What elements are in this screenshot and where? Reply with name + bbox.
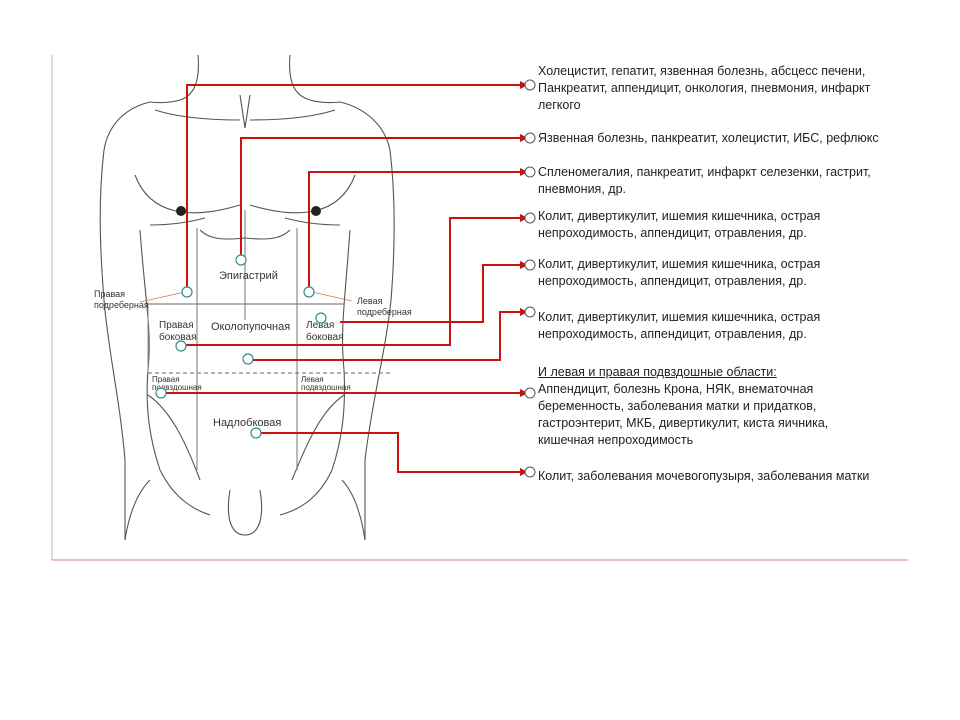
- connector-3: [308, 171, 520, 292]
- condition-8: Колит, заболевания мочевогопузыря, забол…: [538, 468, 918, 485]
- torso-outline: [99, 54, 395, 541]
- condition-6-line-1: Колит, дивертикулит, ишемия кишечника, о…: [538, 310, 821, 324]
- label-right-hypochondriac-1: Правая: [94, 289, 125, 299]
- condition-7-line-2: беременность, заболевания матки и придат…: [538, 399, 817, 413]
- label-right-lateral-2: боковая: [159, 331, 197, 343]
- condition-4-line-1: Колит, дивертикулит, ишемия кишечника, о…: [538, 209, 821, 223]
- connector-6: [250, 311, 520, 361]
- condition-2-line-1: Язвенная болезнь, панкреатит, холецистит…: [538, 131, 879, 145]
- description-markers: [524, 79, 536, 478]
- condition-6-line-2: непроходимость, аппендицит, отравления, …: [538, 327, 807, 341]
- condition-7-line-1: Аппендицит, болезнь Крона, НЯК, внематоч…: [538, 382, 814, 396]
- left-nipple: [176, 206, 186, 216]
- condition-3-line-2: пневмония, др.: [538, 182, 626, 196]
- label-right-iliac-1: Правая: [152, 375, 180, 384]
- condition-7-line-3: гастроэнтерит, МКБ, дивертикулит, киста …: [538, 416, 829, 430]
- label-right-iliac-2: подвздошная: [152, 383, 202, 392]
- label-left-hypochondriac-1: Левая: [357, 296, 383, 306]
- condition-1-line-2: Панкреатит, аппендицит, онкология, пневм…: [538, 81, 871, 95]
- right-hypochondriac-leader: [139, 291, 186, 303]
- condition-7-heading: И левая и правая подвздошные области:: [538, 365, 777, 379]
- right-nipple: [311, 206, 321, 216]
- label-left-iliac-2: подвздошная: [301, 383, 351, 392]
- condition-5-line-2: непроходимость, аппендицит, отравления, …: [538, 274, 807, 288]
- connector-lines: [160, 84, 520, 473]
- connector-8: [256, 432, 520, 473]
- condition-7: И левая и правая подвздошные области: Ап…: [538, 364, 918, 449]
- condition-5-line-1: Колит, дивертикулит, ишемия кишечника, о…: [538, 257, 821, 271]
- label-epigastric: Эпигастрий: [219, 270, 278, 282]
- left-hypochondriac-leader: [311, 291, 353, 302]
- label-umbilical: Околопупочная: [211, 321, 290, 333]
- condition-1-line-1: Холецистит, гепатит, язвенная болезнь, а…: [538, 64, 866, 78]
- marker-iliac: [155, 387, 167, 399]
- connector-2: [240, 137, 520, 258]
- label-left-lateral-1: Левая: [306, 320, 334, 331]
- marker-right-hypochondriac: [181, 286, 193, 298]
- marker-left-hypochondriac: [303, 286, 315, 298]
- marker-hypogastric: [250, 427, 262, 439]
- connector-5: [340, 264, 520, 323]
- label-left-iliac-1: Левая: [301, 375, 324, 384]
- connector-arrows: [520, 81, 528, 476]
- condition-7-line-4: кишечная непроходимость: [538, 433, 694, 447]
- label-left-hypochondriac-2: подреберная: [357, 307, 412, 317]
- marker-epigastric: [235, 254, 247, 266]
- marker-umbilical: [242, 353, 254, 365]
- label-right-lateral-1: Правая: [159, 320, 194, 331]
- marker-right-lateral: [175, 340, 187, 352]
- connector-1: [186, 84, 520, 292]
- condition-3-line-1: Спленомегалия, панкреатит, инфаркт селез…: [538, 165, 871, 179]
- condition-6: Колит, дивертикулит, ишемия кишечника, о…: [538, 309, 918, 343]
- connector-4: [184, 217, 520, 346]
- condition-8-line-1: Колит, заболевания мочевогопузыря, забол…: [538, 469, 870, 483]
- condition-1: Холецистит, гепатит, язвенная болезнь, а…: [538, 63, 918, 114]
- region-grid: [147, 228, 390, 470]
- label-right-hypochondriac-2: подреберная: [94, 300, 149, 310]
- condition-4: Колит, дивертикулит, ишемия кишечника, о…: [538, 208, 918, 242]
- condition-5: Колит, дивертикулит, ишемия кишечника, о…: [538, 256, 918, 290]
- region-markers: [155, 254, 327, 439]
- condition-2: Язвенная болезнь, панкреатит, холецистит…: [538, 130, 918, 147]
- region-labels: Правая подреберная Левая подреберная Эпи…: [94, 270, 412, 429]
- condition-1-line-3: легкого: [538, 98, 581, 112]
- condition-4-line-2: непроходимость, аппендицит, отравления, …: [538, 226, 807, 240]
- marker-left-lateral: [315, 312, 327, 324]
- label-hypogastric: Надлобковая: [213, 417, 281, 429]
- label-left-lateral-2: боковая: [306, 331, 344, 343]
- condition-3: Спленомегалия, панкреатит, инфаркт селез…: [538, 164, 918, 198]
